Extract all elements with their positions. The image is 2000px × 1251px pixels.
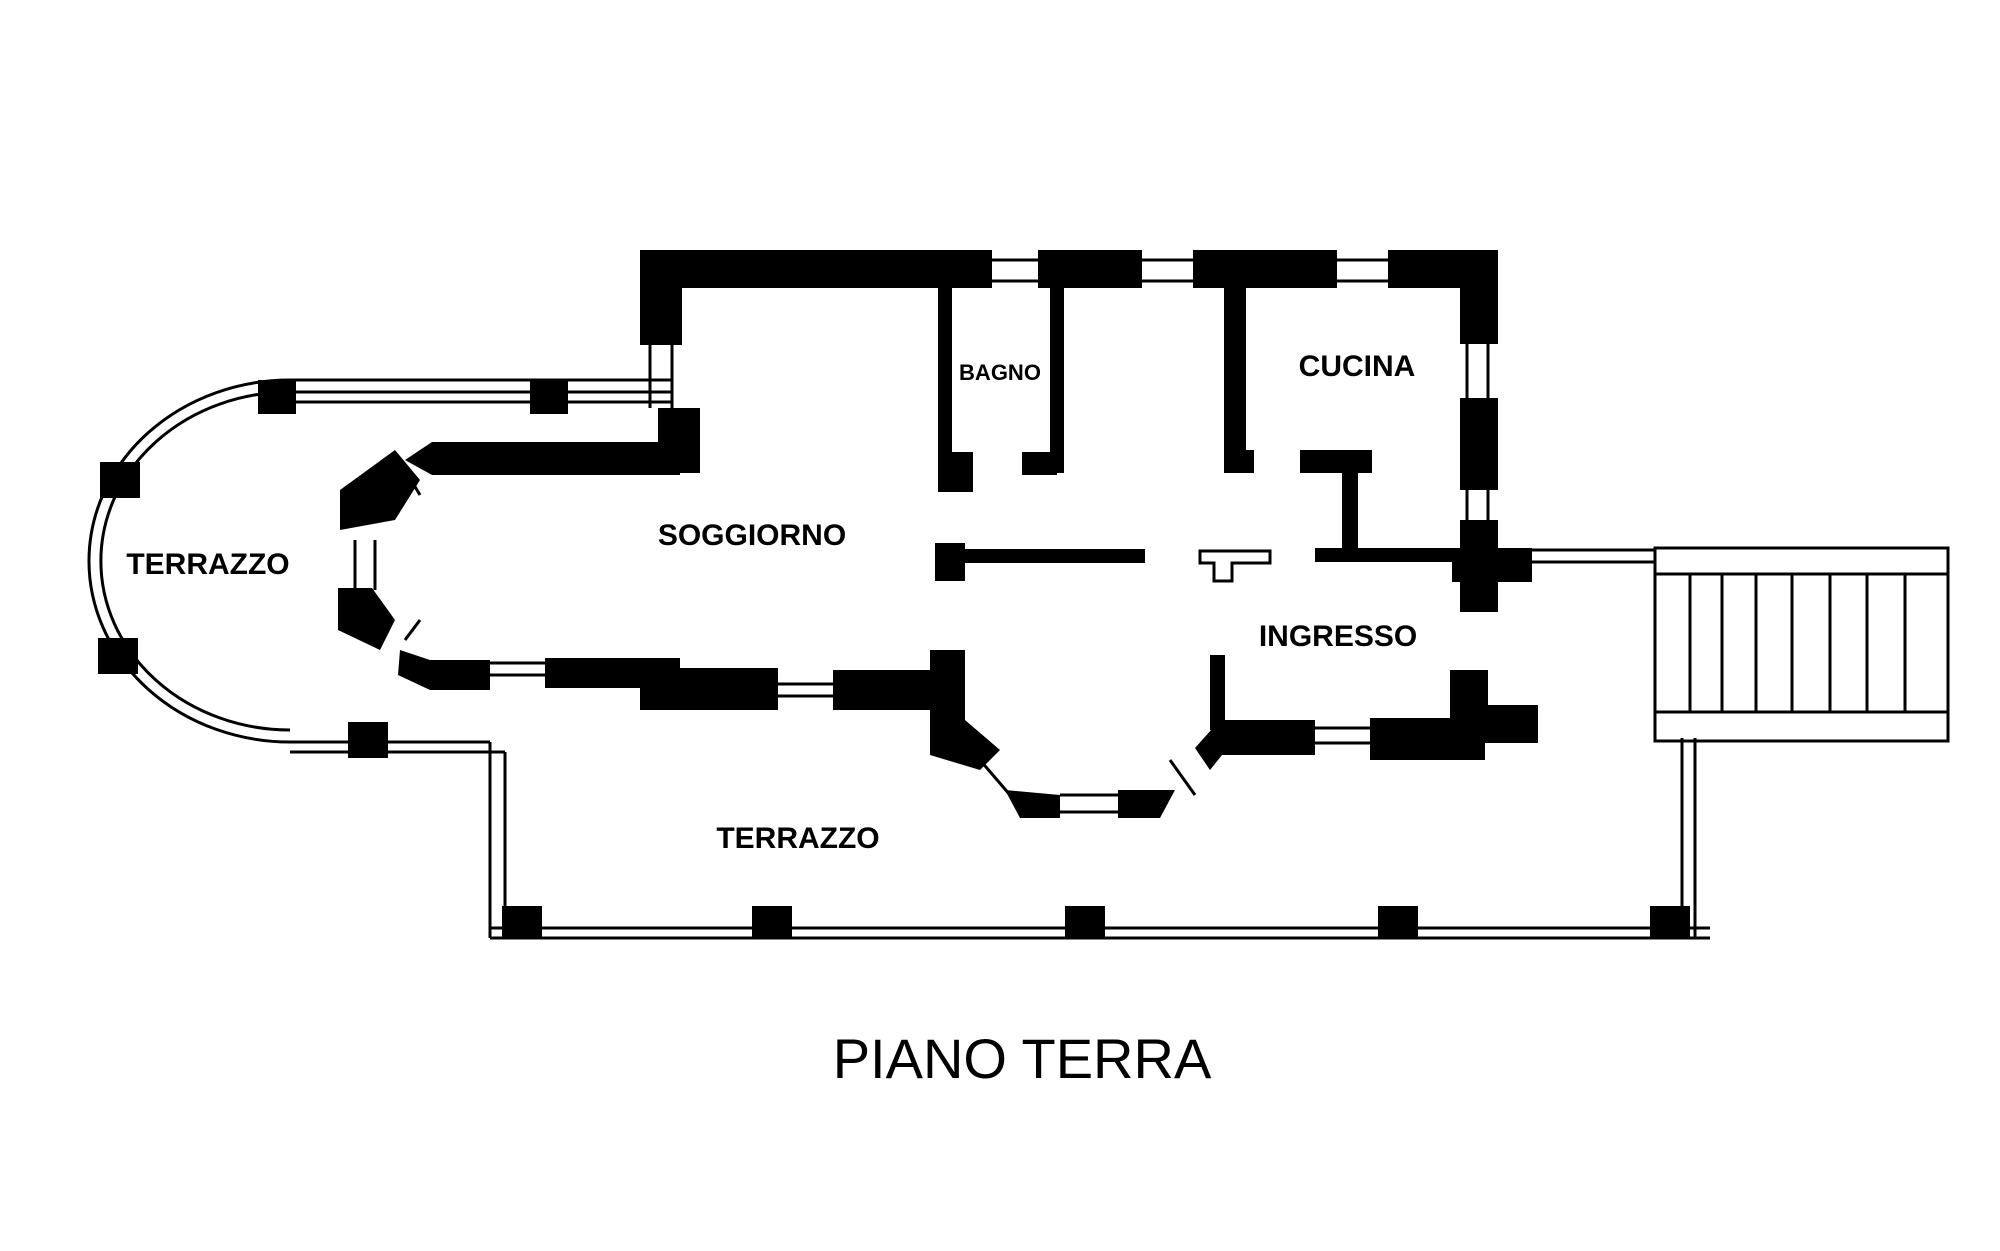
plan-title: PIANO TERRA <box>833 1027 1212 1090</box>
room-label-cucina: CUCINA <box>1299 350 1416 383</box>
room-label-ingresso: INGRESSO <box>1259 620 1417 653</box>
room-label-terrazzo-south: TERRAZZO <box>716 822 879 855</box>
room-label-soggiorno: SOGGIORNO <box>658 519 846 552</box>
walls <box>98 250 1690 938</box>
room-label-bagno: BAGNO <box>959 360 1041 385</box>
room-label-terrazzo-west: TERRAZZO <box>126 548 289 581</box>
